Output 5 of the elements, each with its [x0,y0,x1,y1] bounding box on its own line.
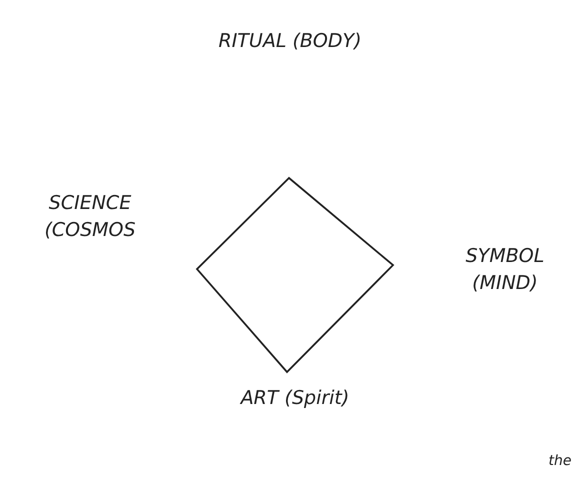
label-text: SYMBOL (MIND) [464,244,546,296]
label-text: SCIENCE (COSMOS [43,191,137,243]
label-text: the [548,452,572,471]
label-text: ART (Spirit) [238,386,350,411]
label-text: RITUAL (BODY) [218,29,362,54]
